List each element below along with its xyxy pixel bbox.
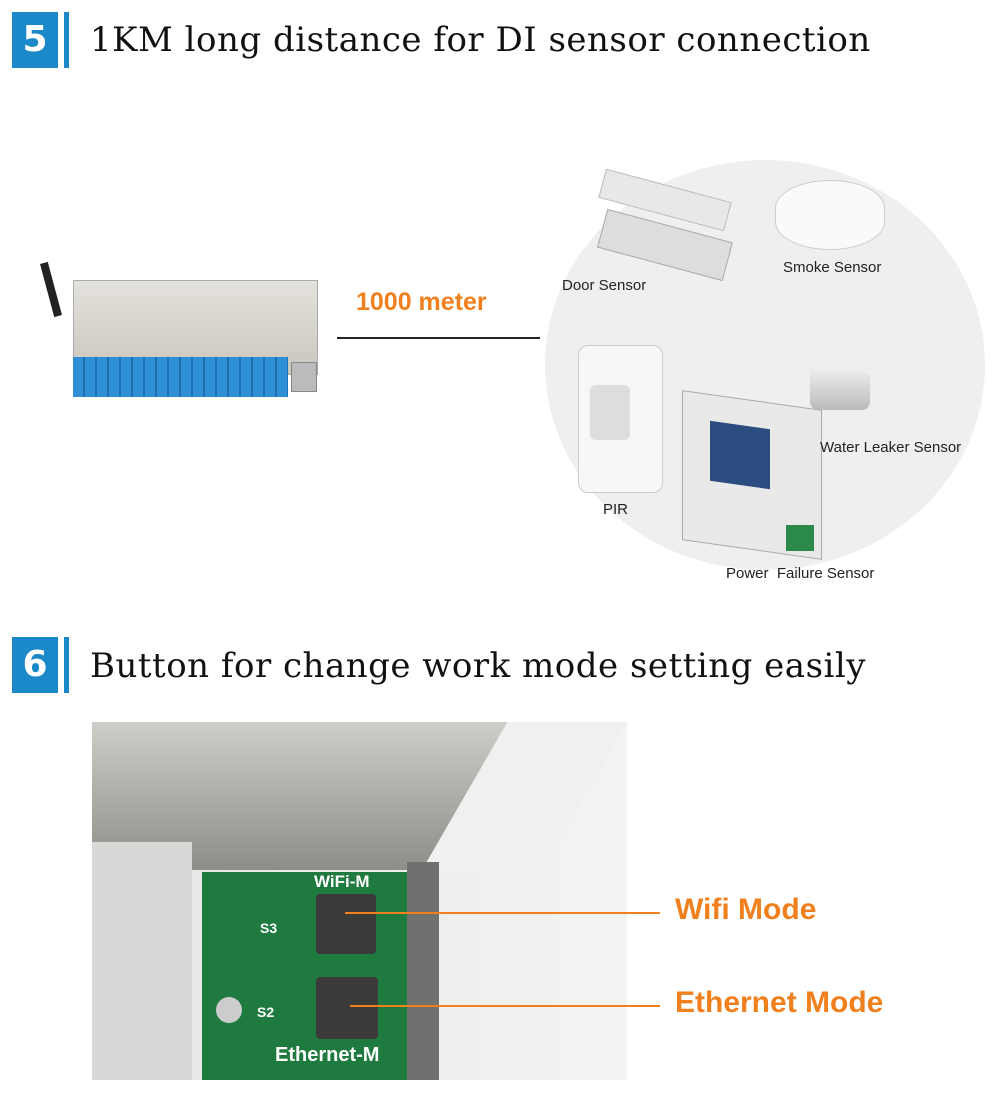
ethernet-m-silkscreen: Ethernet-M [275, 1044, 380, 1066]
section-divider [64, 12, 69, 68]
water-leak-sensor-image [810, 365, 870, 410]
sensor-label-power-failure: Power Failure Sensor [726, 565, 875, 582]
section-6-title: Button for change work mode setting easi… [90, 646, 866, 686]
distance-label: 1000 meter [356, 288, 487, 316]
wifi-callout-line [345, 912, 660, 914]
ethernet-callout-line [350, 1005, 660, 1007]
connection-line [337, 337, 540, 339]
section-divider [64, 637, 69, 693]
sensor-label-door: Door Sensor [562, 277, 647, 294]
section-5-badge: 5 [12, 12, 58, 68]
pcb-button-photo: WiFi-M S3 S2 Ethernet-M [92, 722, 627, 1080]
s2-silkscreen: S2 [257, 1004, 275, 1020]
s3-silkscreen: S3 [260, 920, 278, 936]
wifi-m-silkscreen: WiFi-M [314, 872, 370, 891]
antenna-icon [40, 261, 62, 318]
relay-controller-image [40, 261, 325, 402]
section-6-badge: 6 [12, 637, 58, 693]
ethernet-mode-label: Ethernet Mode [675, 986, 884, 1019]
section-5-title: 1KM long distance for DI sensor connecti… [90, 20, 871, 60]
smoke-sensor-image [775, 180, 885, 250]
wifi-mode-label: Wifi Mode [675, 893, 817, 926]
sensor-label-water-leak: Water Leaker Sensor [820, 439, 962, 456]
sensor-label-pir: PIR [603, 501, 629, 518]
sensor-label-smoke: Smoke Sensor [783, 259, 882, 276]
